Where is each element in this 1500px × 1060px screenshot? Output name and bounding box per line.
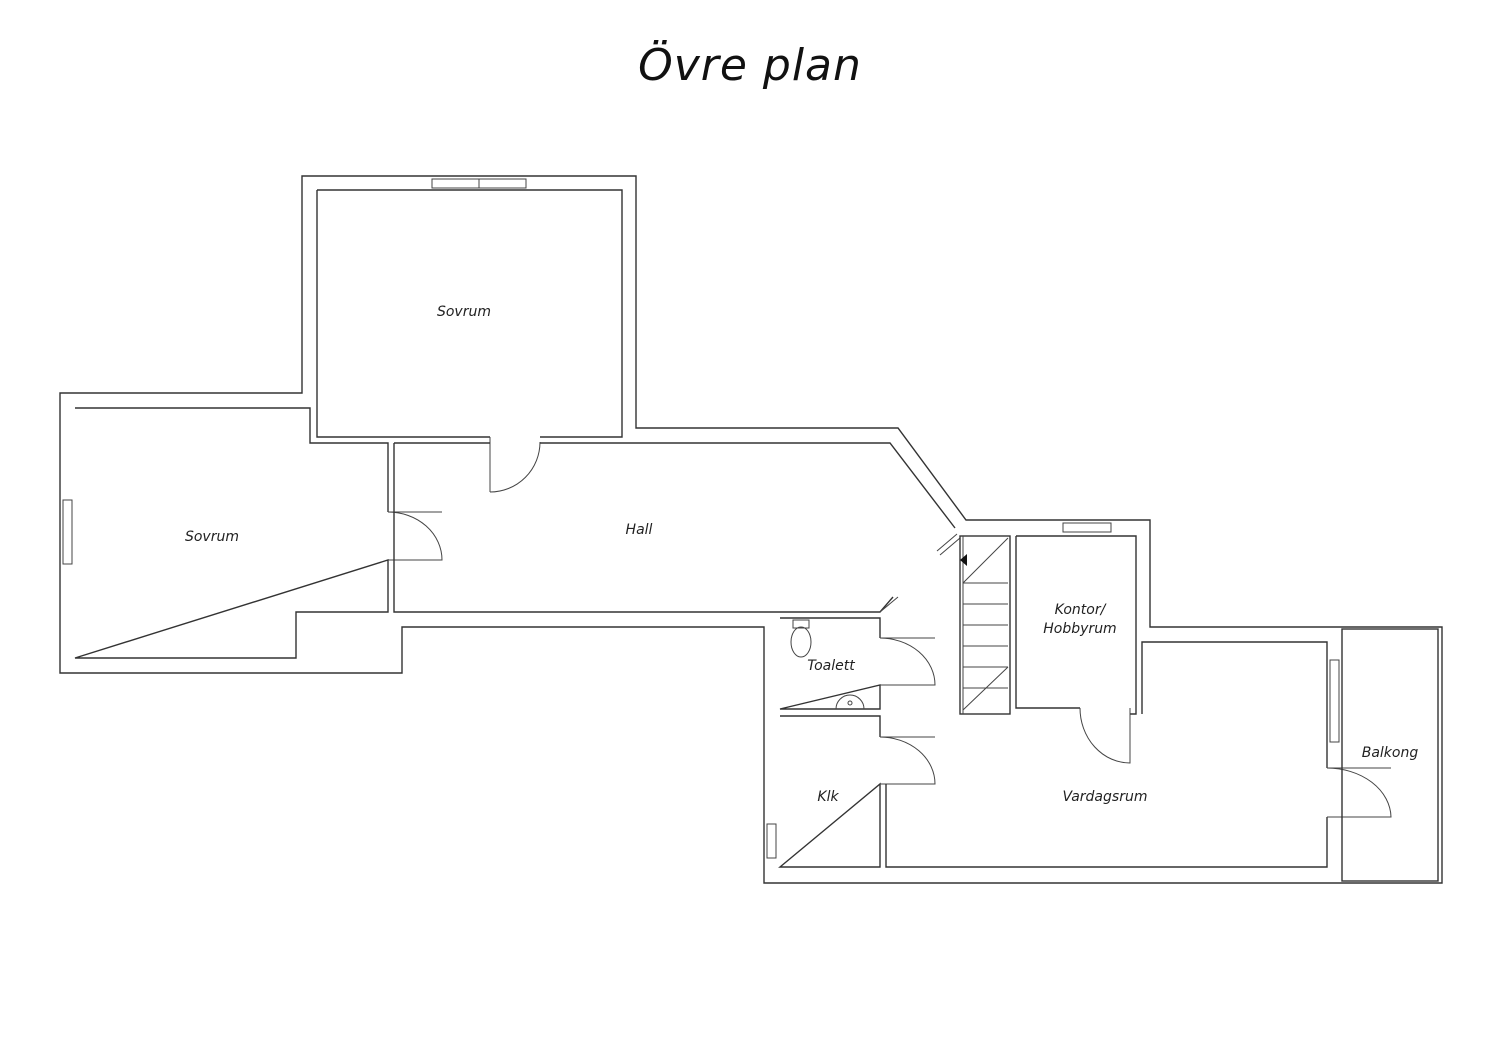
- room-office: [1015, 535, 1137, 764]
- room-balcony: [1341, 628, 1439, 882]
- stairs: [959, 535, 1011, 715]
- room-living: [885, 641, 1392, 868]
- window: [62, 499, 73, 565]
- label-living: Vardagsrum: [1063, 789, 1148, 805]
- room-bedroom-left: [74, 407, 443, 659]
- room-bedroom-top: [316, 189, 623, 493]
- page-title: Övre plan: [638, 40, 862, 91]
- label-bedroom-top: Sovrum: [437, 304, 491, 320]
- sink-icon: [835, 694, 865, 710]
- label-balcony: Balkong: [1362, 745, 1419, 761]
- room-labels: Sovrum Sovrum Hall Kontor/ Hobbyrum Toal…: [185, 304, 1418, 805]
- room-toilet: [779, 617, 936, 710]
- outer-walls: [59, 175, 1443, 884]
- room-closet: [778, 715, 936, 868]
- window: [1329, 659, 1340, 743]
- label-closet: Klk: [817, 789, 839, 805]
- label-office-line1: Kontor/: [1055, 602, 1107, 618]
- label-bedroom-left: Sovrum: [185, 529, 239, 545]
- window: [766, 823, 777, 859]
- stair-arrow-icon: [960, 554, 967, 566]
- windows: [62, 178, 1340, 859]
- label-toilet: Toalett: [807, 658, 855, 674]
- toilet-icon: [790, 626, 812, 658]
- room-hall: [393, 442, 961, 613]
- label-office-line2: Hobbyrum: [1043, 621, 1116, 637]
- label-hall: Hall: [626, 522, 653, 538]
- window: [1062, 522, 1112, 533]
